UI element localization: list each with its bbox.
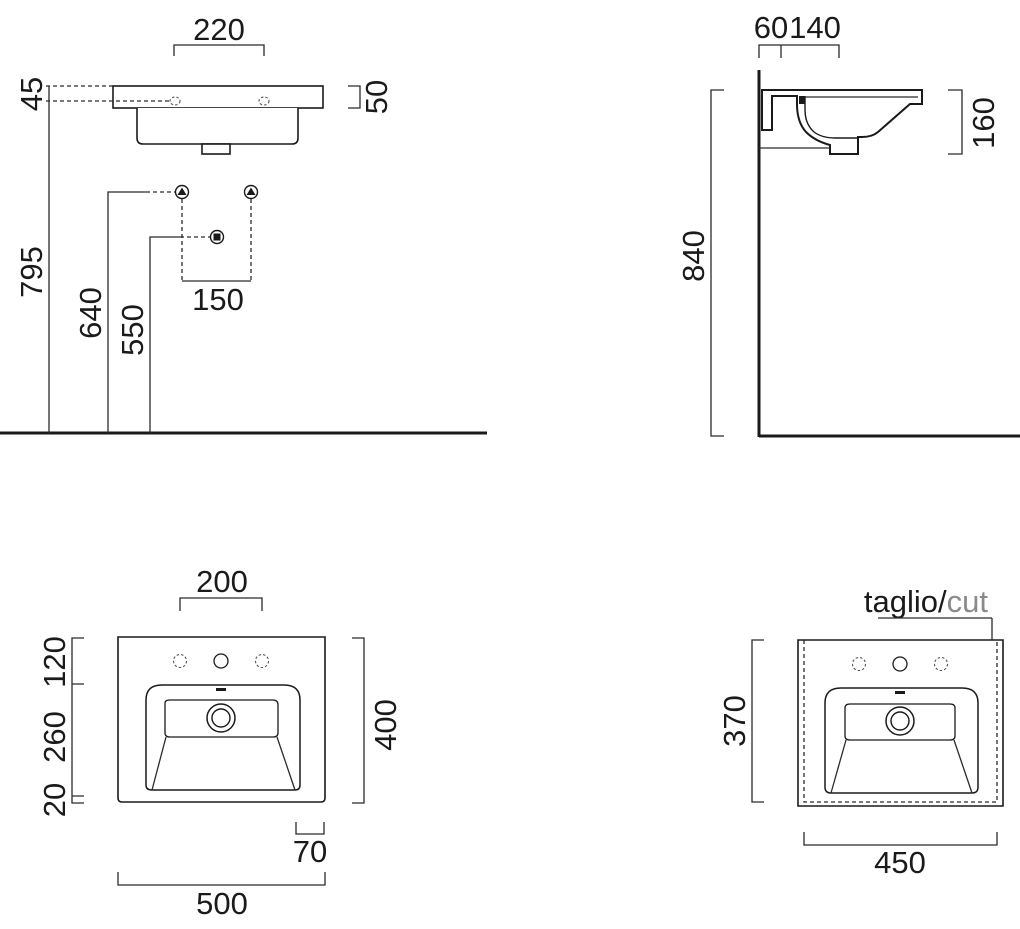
plan-drain-inner — [211, 708, 231, 728]
dim-line-60-140 — [758, 44, 840, 58]
dim-line-400 — [352, 637, 365, 804]
dim-450-label: 450 — [874, 845, 926, 880]
dim-550-label: 550 — [115, 304, 150, 356]
plan-slope-left — [151, 736, 167, 791]
dim-220-label: 220 — [193, 12, 245, 47]
plan-tap-hole-left — [172, 653, 188, 669]
cut-tap-hole-left — [851, 656, 867, 672]
dim-840-label: 840 — [676, 230, 711, 282]
cut-label: taglio/cut — [864, 584, 988, 619]
cut-slope-right — [953, 739, 973, 794]
plan-overflow-mark — [216, 688, 226, 691]
dim-line-220 — [173, 44, 265, 56]
dim-line-370 — [751, 639, 764, 803]
drain-tail — [201, 143, 231, 155]
basin-rim — [112, 85, 324, 109]
cut-tap-hole-right — [933, 656, 949, 672]
dim-line-550 — [149, 236, 180, 433]
plan-slope-right — [276, 736, 296, 791]
dim-140-label: 140 — [789, 10, 841, 45]
dim-370-label: 370 — [717, 695, 752, 747]
dim-400-label: 400 — [368, 699, 403, 751]
dim-line-640 — [107, 191, 146, 433]
basin-bowl — [136, 108, 299, 145]
waste-outlet-icon — [209, 229, 225, 245]
cut-slope-left — [830, 739, 847, 794]
dim-line-50 — [348, 85, 361, 109]
dim-260-label: 260 — [37, 711, 72, 763]
plan-bowl — [145, 684, 301, 791]
tap-hole-right — [258, 96, 270, 106]
plan-view: 200 120 260 20 400 70 500 — [37, 564, 403, 921]
cut-line-dashed — [803, 640, 998, 803]
dim-150-label: 150 — [192, 282, 244, 317]
side-section: 60 140 160 840 — [676, 10, 1020, 438]
tap-hole-left — [169, 96, 181, 106]
cut-label-main: taglio/ — [864, 584, 947, 619]
dim-line-500 — [117, 872, 326, 886]
dim-line-200 — [179, 597, 263, 611]
cut-bowl-shelf — [844, 703, 956, 741]
dim-640-label: 640 — [73, 287, 108, 339]
dim-line-840 — [710, 89, 724, 437]
basin-section-inner — [804, 96, 858, 139]
cut-tap-hole-center — [892, 656, 908, 672]
plan-bowl-shelf — [164, 699, 279, 738]
front-elevation: 220 45 50 795 640 550 — [0, 12, 487, 435]
supply-right-icon — [243, 184, 259, 200]
cut-label-alt: cut — [947, 584, 989, 619]
overflow-slot — [799, 96, 805, 104]
dim-line-450 — [803, 832, 998, 846]
cut-overflow-mark — [895, 691, 905, 694]
dim-70-label: 70 — [293, 834, 327, 869]
dim-160-label: 160 — [966, 97, 1001, 149]
cut-view: taglio/cut 370 450 — [717, 584, 1004, 880]
dim-line-160 — [948, 89, 963, 155]
basin-section — [761, 89, 923, 155]
dim-795-label: 795 — [14, 246, 49, 298]
supply-left-icon — [174, 184, 190, 200]
dim-60-label: 60 — [754, 10, 788, 45]
dim-45-label: 45 — [14, 77, 49, 111]
dim-500-label: 500 — [196, 886, 248, 921]
cut-drain-inner — [890, 711, 910, 731]
plan-tap-hole-right — [254, 653, 270, 669]
plan-tap-hole-center — [213, 653, 229, 669]
dim-50-label: 50 — [359, 80, 394, 114]
dim-20-label: 20 — [37, 783, 72, 817]
dim-120-label: 120 — [37, 636, 72, 688]
dim-200-label: 200 — [196, 564, 248, 599]
dim-line-70 — [295, 822, 325, 835]
dim-line-left-stack — [71, 637, 84, 804]
cut-bowl — [824, 687, 979, 794]
